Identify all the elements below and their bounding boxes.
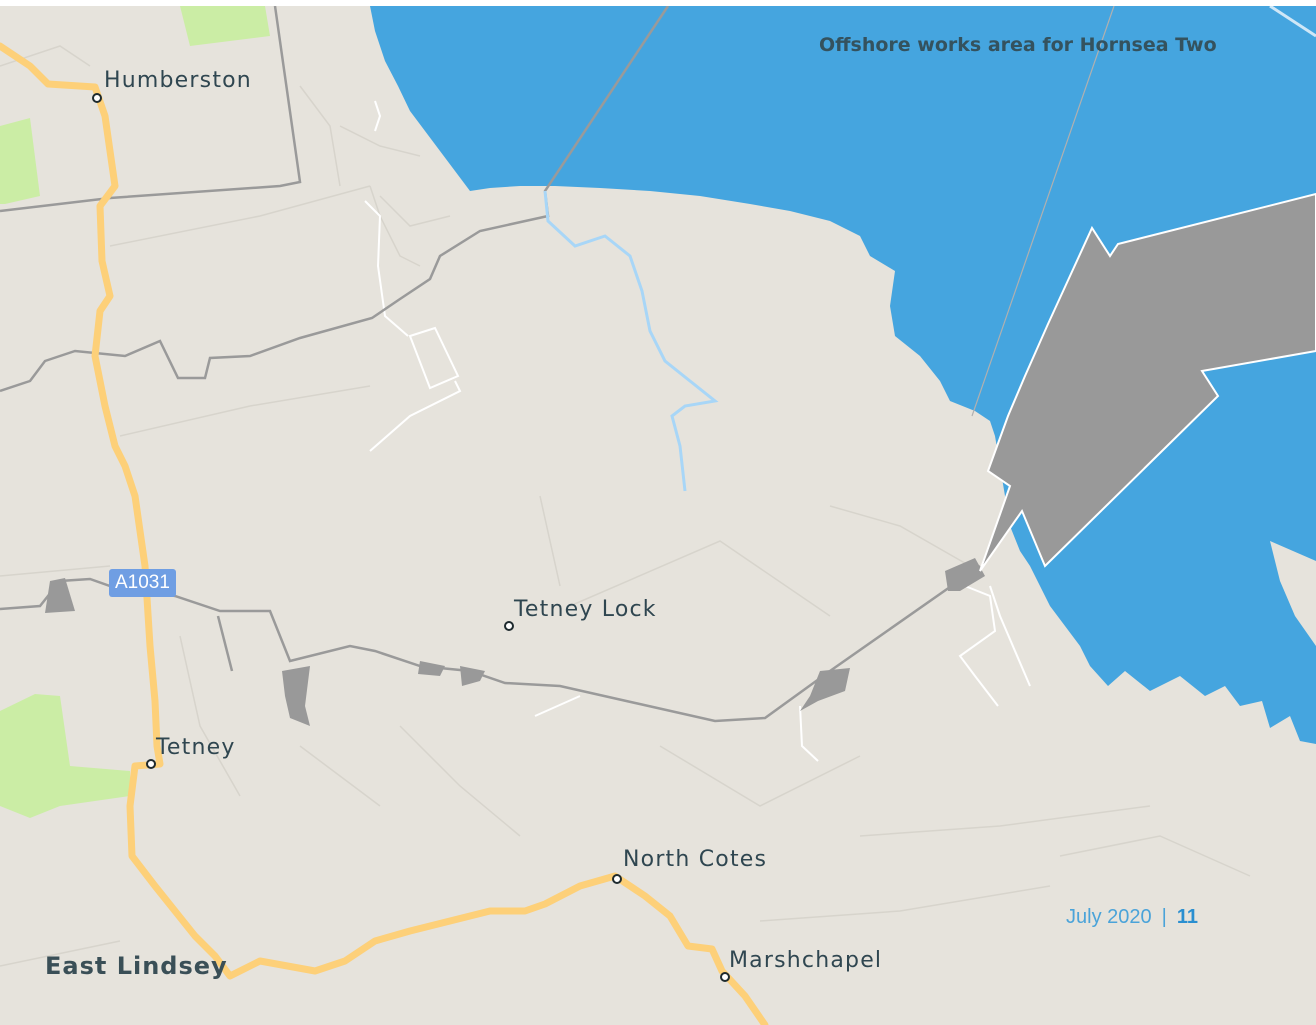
place-label-humberston: Humberston (104, 68, 252, 93)
place-label-tetney: Tetney (156, 735, 236, 760)
offshore-works-label: Offshore works area for Hornsea Two (819, 34, 1217, 56)
offshore-works-area (979, 192, 1316, 572)
footer-date: July 2020 (1066, 906, 1152, 928)
place-marker-north-cotes (612, 874, 622, 884)
place-marker-tetney (146, 759, 156, 769)
creek (543, 190, 719, 492)
sea-inlet (1270, 541, 1316, 646)
minor-tracks (364, 100, 1031, 762)
place-label-north-cotes: North Cotes (623, 847, 768, 872)
route-works (45, 558, 985, 726)
green-area-left (0, 118, 40, 204)
sea (370, 6, 1316, 744)
page-number: 11 (1176, 906, 1198, 928)
map[interactable] (0, 6, 1316, 1025)
field-boundaries (0, 45, 1251, 967)
sea-edge-line (1269, 6, 1316, 38)
green-area-south (0, 694, 130, 818)
marker-layer (92, 93, 730, 982)
place-marker-tetney-lock (504, 621, 514, 631)
place-label-tetney-lock: Tetney Lock (514, 597, 657, 622)
footer-separator: | (1161, 906, 1167, 928)
place-label-marshchapel: Marshchapel (729, 948, 883, 973)
district-label: East Lindsey (45, 952, 228, 980)
place-marker-marshchapel (720, 972, 730, 982)
place-marker-humberston (92, 93, 102, 103)
boundary-lines (0, 6, 1115, 723)
page-footer: July 2020 | 11 (1066, 906, 1198, 929)
road-shield-a1031: A1031 (109, 569, 176, 597)
map-canvas (0, 6, 1316, 1025)
green-area-top (180, 6, 270, 46)
main-roads (0, 42, 769, 1025)
